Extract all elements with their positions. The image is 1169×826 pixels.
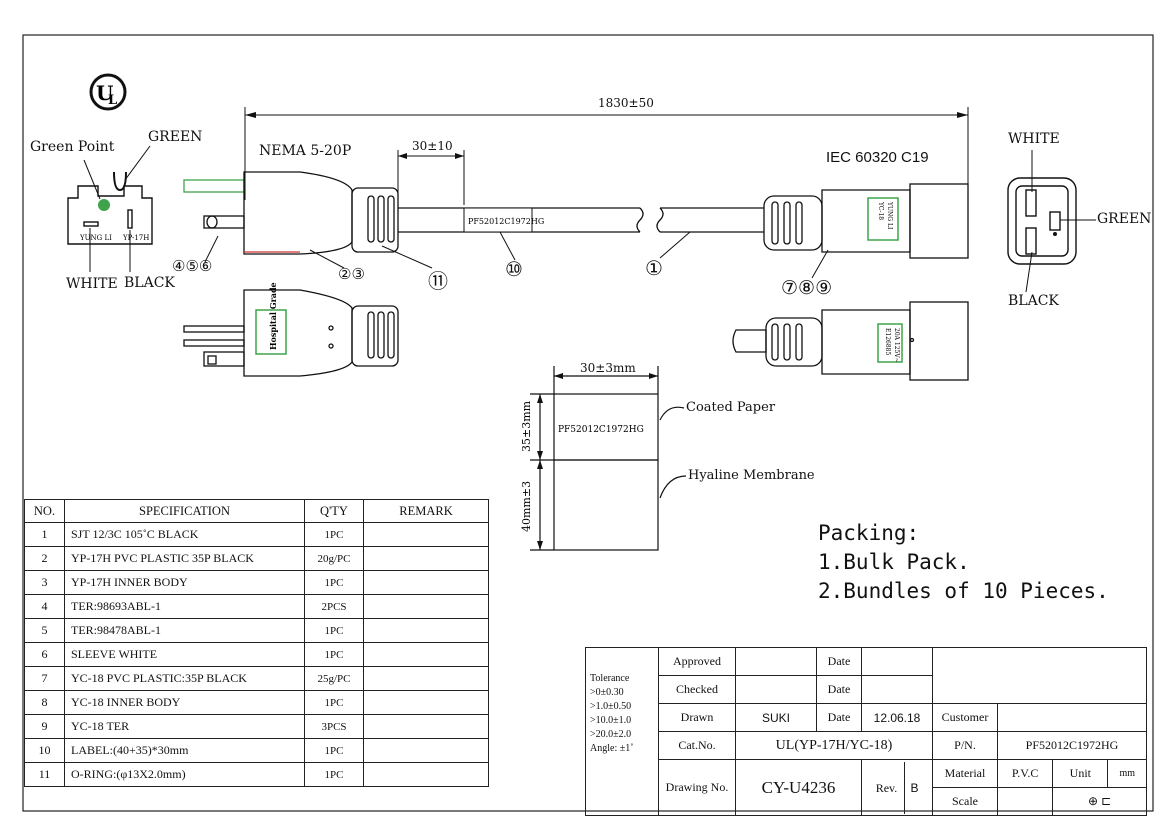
title-block: Tolerance >0±0.30 >1.0±0.50 >10.0±1.0 >2… [585,647,1147,816]
packing-notes: Packing: 1.Bulk Pack. 2.Bundles of 10 Pi… [818,519,1109,606]
coated-paper-label: Coated Paper [686,400,776,415]
hospital-grade-text: Hospital Grade [268,282,278,350]
c19-connector-top-view [732,301,969,381]
plug-face-right-text: YP-17H [122,234,149,242]
svg-text:L: L [108,93,117,108]
label-detail-diagram [530,366,687,551]
iec-label: IEC 60320 C19 [826,149,929,166]
c19-connector-side-view [763,183,969,259]
svg-text:U: U [96,81,113,105]
plug-face-left-text: YUNG LI [79,234,112,242]
cable [398,207,764,233]
plug-face-diagram [67,171,153,245]
callout-4-5-6: ④⑤⑥ [172,258,213,275]
cable-label-box [463,207,533,233]
packing-title: Packing: [818,521,920,545]
green-point-label: Green Point [30,139,115,155]
callout-10: ⑩ [505,259,523,281]
svg-text:YUNG LI: YUNG LI [886,201,893,230]
svg-text:E126885: E126885 [884,328,891,355]
callout-7-8-9: ⑦⑧⑨ [781,278,833,299]
nema-plug-top-view [183,289,399,377]
callout-2-3: ②③ [338,266,365,283]
hospital-grade-box [255,309,287,355]
c19-top-green-label [877,323,903,363]
green-label: GREEN [148,129,203,145]
callout-11: ⑪ [428,271,448,293]
right-green-label: GREEN [1097,211,1152,227]
right-black-label: BLACK [1008,293,1059,309]
ul-logo-icon: U L [89,73,127,111]
projection-symbol-icon: ⊕ ⊏ [1052,787,1147,816]
svg-text:20A 125V~: 20A 125V~ [893,328,900,363]
packing-line-1: 1.Bulk Pack. [818,550,970,574]
dim-30-label: 30±10 [412,139,453,153]
spec-table-header: NO. SPECIFICATION Q'TY REMARK [24,499,489,523]
top-dimension: 1830±50 [598,96,654,110]
right-white-label: WHITE [1008,131,1060,147]
green-point-dot [98,199,110,211]
packing-line-2: 2.Bundles of 10 Pieces. [818,579,1109,603]
label-height-membrane: 40mm±3 [520,481,533,532]
white-label: WHITE [66,276,118,292]
svg-text:YC-18: YC-18 [877,201,884,220]
label-height-paper: 35±3mm [520,400,533,452]
label-width: 30±3mm [580,361,636,375]
nema-plug-side-view [183,171,399,255]
label-detail-text: PF52012C1972HG [558,425,644,435]
hyaline-membrane-label: Hyaline Membrane [688,468,815,483]
tolerance-cell: Tolerance >0±0.30 >1.0±0.50 >10.0±1.0 >2… [585,647,659,816]
c19-green-label [867,197,899,241]
black-label: BLACK [124,275,175,291]
callout-1: ① [645,258,663,280]
cable-label-text: PF52012C1972HG [468,217,544,226]
c19-face-diagram [1007,177,1077,265]
nema-label: NEMA 5-20P [259,143,352,159]
